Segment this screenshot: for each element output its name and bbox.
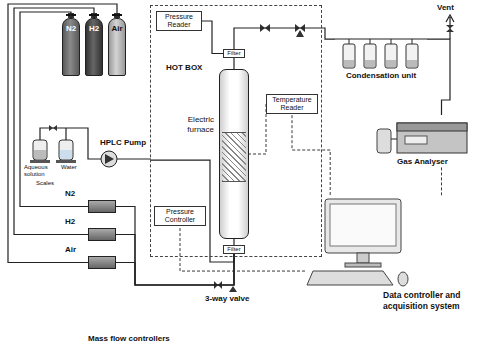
part-label: Water xyxy=(61,164,77,171)
device-drawing xyxy=(305,195,415,290)
part-label: 3-way valve xyxy=(205,294,249,303)
gas-cylinder: H2 xyxy=(85,18,103,76)
pump-arrow xyxy=(105,154,114,164)
part-label: Aqueous solution xyxy=(24,164,58,178)
vessel-tube xyxy=(412,39,413,44)
node-label: Air xyxy=(65,245,85,255)
node-label: Electric furnace xyxy=(160,115,214,135)
keyboard xyxy=(307,271,393,285)
monitor-stand xyxy=(357,253,369,263)
node-label: Filter xyxy=(224,246,244,253)
analyser-body xyxy=(397,123,467,153)
pipe-line xyxy=(234,28,335,49)
pipe-line xyxy=(8,4,117,263)
pump-symbol xyxy=(101,151,117,167)
node-label: Air xyxy=(109,19,125,33)
sample-bottle xyxy=(377,129,391,153)
scale-plate xyxy=(56,160,76,163)
pressure-controller: Pressure Controller xyxy=(154,206,206,226)
device-drawing xyxy=(335,35,427,71)
condensate xyxy=(386,60,396,67)
node-label: Pressure Reader xyxy=(159,13,199,29)
pipe-line xyxy=(14,8,94,235)
node-label: HPLC Pump xyxy=(95,138,151,148)
condensation-unit: Condensation unit xyxy=(335,35,427,81)
gas-cylinder: N2 xyxy=(62,18,80,76)
screen xyxy=(330,204,396,246)
vessel-tube xyxy=(370,39,371,44)
pressure-reader: Pressure Reader xyxy=(156,11,202,31)
node-label: N2 xyxy=(63,19,79,33)
vessel xyxy=(406,44,418,68)
node-label: HOT BOX xyxy=(166,63,226,73)
filter: Filter xyxy=(223,245,245,254)
mass-flow-controller: Air xyxy=(88,256,116,269)
liquid xyxy=(60,150,72,159)
pipe-line xyxy=(116,254,234,285)
liquid xyxy=(34,150,46,159)
hplc-pump: HPLC Pump xyxy=(95,138,151,170)
node-label: Gas Analyser xyxy=(375,157,470,167)
part-label: Vent xyxy=(437,3,454,12)
condensate xyxy=(365,60,375,67)
vessel xyxy=(343,44,355,68)
vessel-tube xyxy=(349,39,350,44)
tube xyxy=(391,139,397,140)
node-label: Data controller and acquisition system xyxy=(383,290,471,312)
pipe-line xyxy=(202,21,223,54)
reactor-furnace: Electric furnace xyxy=(219,69,249,239)
node-label: N2 xyxy=(65,189,85,199)
valve-symbol xyxy=(49,125,57,131)
gas-cylinder: Air xyxy=(108,18,126,76)
node-label: Filter xyxy=(224,50,244,57)
vessel xyxy=(385,44,397,68)
node-label: H2 xyxy=(65,217,85,227)
hot-box-region: HOT BOXPressure ReaderFilterTemperature … xyxy=(150,5,322,257)
part-label: Mass flow controllers xyxy=(88,334,170,343)
gas-analyser: Gas Analyser xyxy=(375,115,470,167)
pipe-line xyxy=(20,12,88,207)
flask xyxy=(59,140,73,160)
analyser-screen xyxy=(405,136,427,144)
feed-line xyxy=(40,128,101,159)
signal-line xyxy=(441,167,442,195)
pipe-line xyxy=(116,207,234,286)
analyser-top xyxy=(397,123,467,131)
monitor xyxy=(325,199,401,253)
vessel-tube xyxy=(391,39,392,44)
mass-flow-controller: N2 xyxy=(88,200,116,213)
monitor-base xyxy=(345,263,381,267)
flask xyxy=(33,140,47,160)
temperature-reader: Temperature Reader xyxy=(266,94,318,114)
valve-symbol xyxy=(446,25,454,32)
filter: Filter xyxy=(223,49,245,58)
scale-plate xyxy=(30,160,50,163)
node-label: Condensation unit xyxy=(335,71,427,81)
catalyst-bed xyxy=(222,132,246,182)
pipe-line xyxy=(116,235,234,286)
condensate xyxy=(407,60,417,67)
device-drawing xyxy=(375,115,470,157)
pump-outlet xyxy=(117,158,151,159)
device-drawing xyxy=(95,148,151,170)
valve-symbol xyxy=(295,24,305,37)
mouse xyxy=(398,272,408,286)
node-label: Temperature Reader xyxy=(269,96,315,112)
part-label: Scales xyxy=(36,180,54,187)
signal-line xyxy=(292,114,330,195)
condensate xyxy=(344,60,354,67)
data-system: Data controller and acquisition system xyxy=(305,195,473,312)
vent-line xyxy=(446,15,454,39)
node-label: H2 xyxy=(86,19,102,33)
node-label: Pressure Controller xyxy=(157,208,203,224)
pipe-line xyxy=(427,39,450,115)
signal-line xyxy=(249,104,266,154)
pipe-line xyxy=(233,58,234,69)
mass-flow-controller: H2 xyxy=(88,228,116,241)
vessel xyxy=(364,44,376,68)
